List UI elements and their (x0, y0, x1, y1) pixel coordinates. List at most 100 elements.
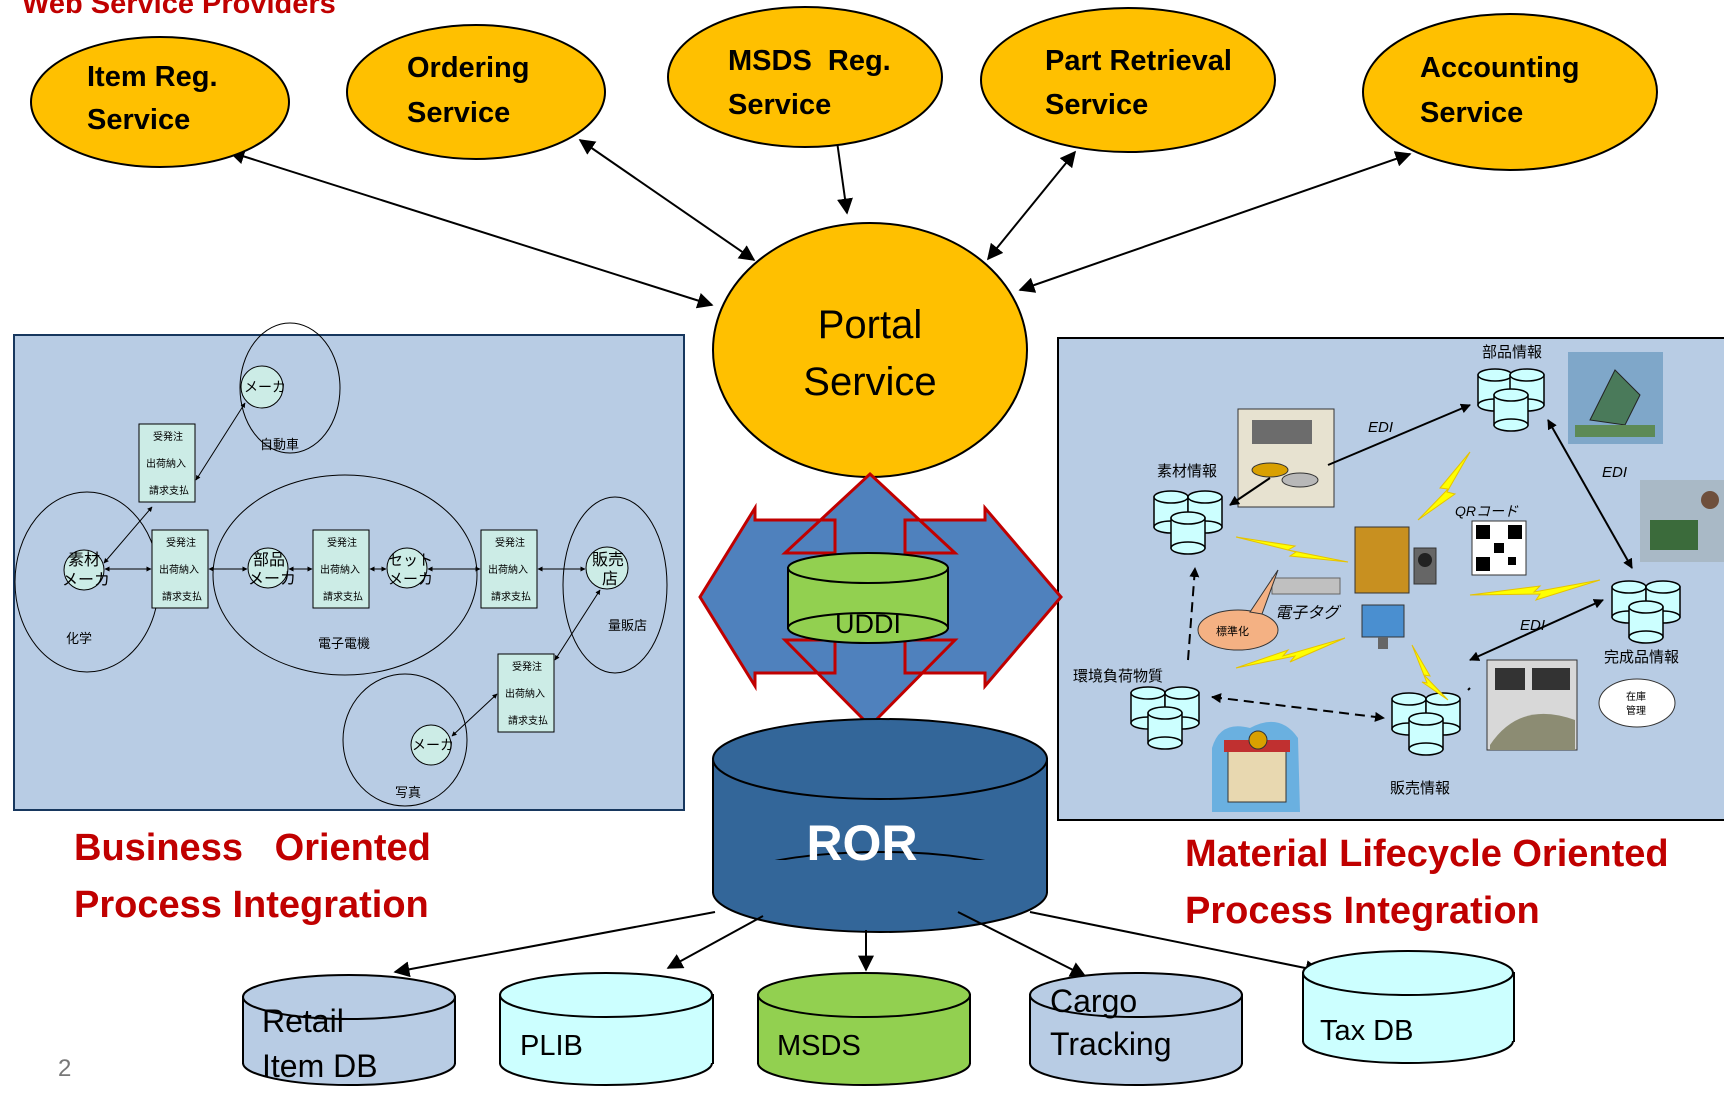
svg-text:受発注: 受発注 (512, 660, 542, 673)
db-label-line2: Tracking (1050, 1026, 1172, 1062)
proc-box-parts: 受発注 出荷納入 請求支払 (312, 529, 370, 609)
set-maker-l1: セット (388, 552, 433, 569)
illustration-shop (1212, 721, 1300, 812)
svg-text:請求支払: 請求支払 (162, 590, 202, 603)
provider-item-reg[interactable]: Item Reg. Service (30, 36, 290, 168)
db-label-line1: Retail (262, 1003, 344, 1039)
svg-text:出荷納入: 出荷納入 (505, 687, 545, 700)
e-tag-icon (1271, 577, 1341, 595)
business-integration-label: Business Oriented Process Integration (74, 820, 431, 934)
svg-text:請求支払: 請求支払 (323, 590, 363, 603)
set-maker-l2: メーカ (388, 571, 433, 588)
inventory-cloud: 在庫 管理 (1598, 678, 1676, 728)
business-process-panel: メーカ 素材 メーカ 部品 メーカ セット メーカ 販売 店 メーカ 自動車 化… (13, 322, 685, 811)
provider-label-line1: Ordering (407, 52, 529, 84)
parts-maker-l1: 部品 (253, 551, 285, 569)
provider-label-line2: Service (87, 104, 190, 136)
provider-ordering[interactable]: Ordering Service (346, 24, 606, 160)
db-plib[interactable]: PLIB (499, 972, 714, 1086)
label-parts-info: 部品情報 (1482, 344, 1542, 361)
group-circle-electric (212, 474, 478, 676)
maker-auto-label: メーカ (244, 379, 286, 395)
db-msds[interactable]: MSDS (757, 972, 971, 1086)
retail-store-l1: 販売 (592, 551, 624, 569)
business-label-line2: Process Integration (74, 884, 429, 926)
illustration-assembly-worker (1640, 480, 1724, 562)
label-automobile: 自動車 (260, 437, 299, 452)
edi-arrows (1187, 403, 1633, 722)
page-number: 2 (58, 1055, 72, 1082)
label-photo: 写真 (395, 785, 421, 800)
info-db-cluster (1130, 368, 1681, 756)
material-integration-label: Material Lifecycle Oriented Process Inte… (1185, 826, 1669, 940)
ror-repository[interactable]: ROR (712, 718, 1048, 933)
portal-service[interactable]: Portal Service (712, 222, 1028, 478)
provider-part-retrieval[interactable]: Part Retrieval Service (980, 7, 1276, 153)
portal-label-line2: Service (803, 360, 936, 404)
label-material-info: 素材情報 (1157, 463, 1217, 480)
label-edi-right: EDI (1602, 464, 1627, 481)
svg-text:出荷納入: 出荷納入 (488, 563, 528, 576)
provider-label-line1: MSDS Reg. (728, 45, 891, 77)
uddi-registry[interactable]: UDDI (787, 552, 949, 644)
node-set-maker (386, 547, 428, 589)
provider-accounting[interactable]: Accounting Service (1362, 13, 1658, 171)
provider-label-line2: Service (728, 89, 831, 121)
label-env-material: 環境負荷物質 (1073, 667, 1163, 685)
illustration-robot-arm (1568, 352, 1663, 444)
svg-text:受発注: 受発注 (495, 536, 525, 549)
uddi-label: UDDI (835, 609, 901, 639)
db-label: Tax DB (1320, 1015, 1413, 1047)
provider-label-line1: Item Reg. (87, 61, 218, 93)
db-label: MSDS (777, 1030, 861, 1062)
svg-text:受発注: 受発注 (153, 430, 183, 443)
node-retail-store (585, 546, 629, 590)
provider-msds-reg[interactable]: MSDS Reg. Service (667, 6, 943, 148)
material-label-line2: Process Integration (1185, 890, 1540, 932)
proc-box-photo: 受発注 出荷納入 請求支払 (497, 653, 555, 733)
db-tax[interactable]: Tax DB (1302, 950, 1515, 1064)
label-electric: 電子電機 (318, 636, 370, 651)
db-label: PLIB (520, 1030, 583, 1062)
svg-text:請求支払: 請求支払 (491, 590, 531, 603)
label-product-info: 完成品情報 (1604, 649, 1679, 666)
svg-text:出荷納入: 出荷納入 (146, 457, 186, 470)
label-e-tag: 電子タグ (1275, 604, 1342, 622)
svg-text:受発注: 受発注 (166, 536, 196, 549)
node-material-maker (63, 549, 105, 591)
section-title: Web Service Providers (22, 0, 336, 20)
provider-label-line2: Service (407, 97, 510, 129)
portal-label-line1: Portal (818, 303, 923, 347)
node-maker-automobile (240, 365, 284, 409)
proc-box-auto: 受発注 出荷納入 請求支払 (138, 423, 196, 503)
material-maker-l2: メーカ (62, 572, 110, 589)
provider-label-line2: Service (1420, 97, 1523, 129)
material-label-line1: Material Lifecycle Oriented (1185, 833, 1669, 875)
db-retail-item[interactable]: Retail Item DB (242, 974, 456, 1086)
svg-text:在庫: 在庫 (1626, 690, 1646, 703)
label-mass-retailer: 量販店 (608, 618, 647, 633)
connector-item-reg (228, 148, 714, 309)
svg-text:受発注: 受発注 (327, 536, 357, 549)
db-cargo-tracking[interactable]: Cargo Tracking (1029, 972, 1243, 1086)
label-chemical: 化学 (66, 631, 92, 646)
group-circle-photo (342, 673, 468, 807)
proc-box-chem: 受発注 出荷納入 請求支払 (151, 529, 209, 609)
maker-photo-label: メーカ (412, 737, 454, 753)
label-sales-info: 販売情報 (1390, 780, 1450, 797)
db-connectors (393, 911, 1322, 978)
svg-text:管理: 管理 (1626, 704, 1646, 717)
material-maker-l1: 素材 (68, 551, 100, 569)
business-label-line1: Business Oriented (74, 827, 431, 869)
svg-text:請求支払: 請求支払 (149, 484, 189, 497)
material-lifecycle-panel: 標準化 在庫 管理 部品情報 素材情報 完成品情報 環境負荷物質 販売情報 ED… (1057, 337, 1724, 821)
illustration-retail-store (1486, 659, 1578, 751)
provider-label-line1: Part Retrieval (1045, 45, 1232, 77)
provider-label-line2: Service (1045, 89, 1148, 121)
wireless-signals (1235, 451, 1601, 701)
illustration-machine (1237, 408, 1335, 508)
db-label-line1: Cargo (1050, 983, 1137, 1019)
svg-text:標準化: 標準化 (1216, 624, 1249, 638)
ror-label: ROR (806, 815, 917, 871)
